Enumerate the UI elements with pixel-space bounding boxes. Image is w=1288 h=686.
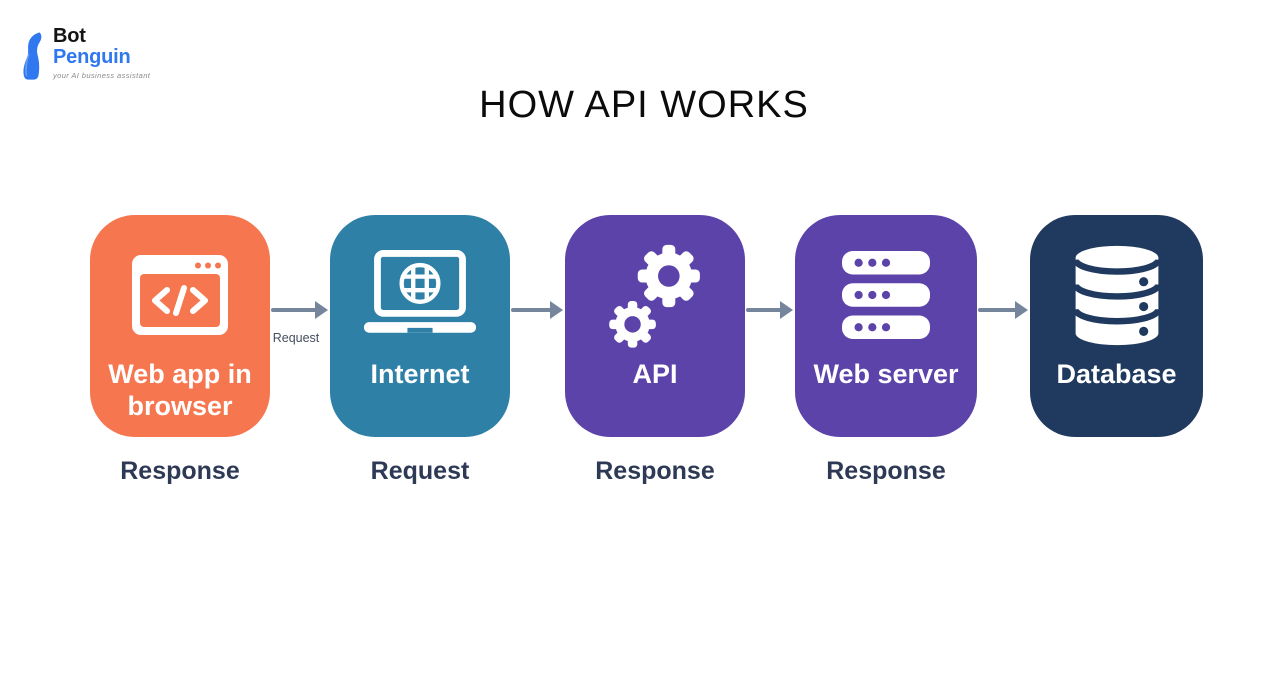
node-api: API: [565, 215, 745, 437]
node-internet: Internet: [330, 215, 510, 437]
arrow-right-icon: [271, 298, 328, 322]
icon-wrap: [1071, 241, 1163, 349]
flow-direction-label: Response: [826, 457, 946, 485]
icon-wrap: [841, 241, 931, 349]
gears-icon: [609, 244, 700, 348]
flow-direction-label: Response: [120, 457, 240, 485]
icon-wrap: [603, 241, 707, 349]
database-icon: [1071, 245, 1162, 345]
browser-code-icon: [132, 255, 228, 335]
server-rack-icon: [842, 251, 930, 339]
node-web-app-in-browser: Web app in browser: [90, 215, 270, 437]
node-label: Internet: [370, 359, 470, 389]
logo-text: Bot Penguin your AI business assistant: [53, 26, 150, 81]
logo-tagline: your AI business assistant: [53, 71, 151, 80]
node-database: Database: [1030, 215, 1203, 437]
arrow-right-icon: [746, 298, 793, 322]
icon-wrap: [132, 241, 228, 349]
node-web-server: Web server: [795, 215, 977, 437]
icon-wrap: [362, 241, 478, 349]
page-title: HOW API WORKS: [479, 84, 809, 126]
logo-penguin-text: Penguin: [53, 46, 131, 68]
flow-direction-label: Request: [370, 457, 470, 485]
node-label: Database: [1056, 359, 1177, 389]
flow-direction-label: Response: [595, 457, 715, 485]
node-label: Web server: [813, 359, 959, 389]
node-label: Web app in browser: [108, 359, 252, 421]
logo-bot-text: Bot: [53, 25, 86, 47]
penguin-icon: [23, 32, 42, 80]
arrow-right-icon: [511, 298, 563, 322]
first-arrow-label: Request: [272, 331, 320, 345]
laptop-globe-icon: [363, 250, 477, 333]
node-label: API: [632, 359, 678, 389]
botpenguin-logo: Bot Penguin your AI business assistant: [14, 26, 150, 81]
arrow-right-icon: [978, 298, 1028, 322]
